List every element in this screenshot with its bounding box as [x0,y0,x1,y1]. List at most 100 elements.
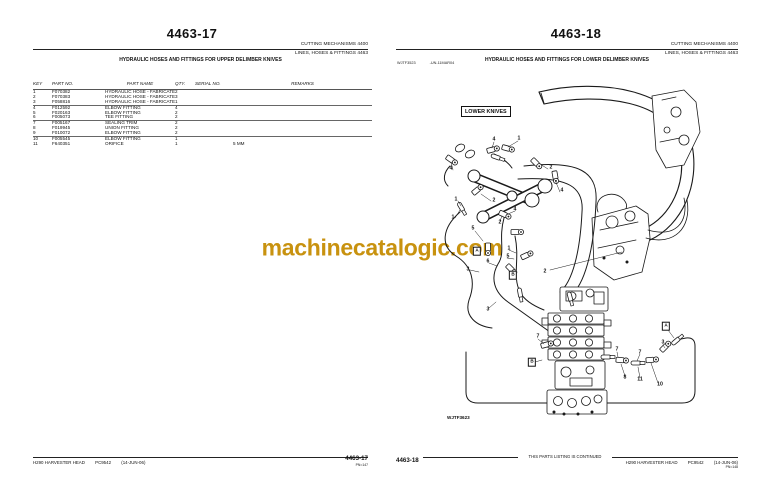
figure-id: WJTF3523 [397,61,416,65]
section-line-top: CUTTING MECHANISMS 4400 [670,42,738,47]
table-cell: F012592 [52,104,105,111]
footer-page-ref: 4463-18 [396,456,419,464]
figure-caption: WJTF3623 [447,415,470,420]
callout-1: 1 [454,196,458,203]
table-cell: 3 [33,99,36,104]
footer-info: H290 HARVESTER HEAD PC9542 (14-JUN-06) [626,460,738,465]
callout-1: 1 [517,135,521,142]
table-cell: 1 [33,89,36,94]
footer-model: H290 HARVESTER HEAD [625,459,678,465]
section-line-bottom: LINES, HOSES & FITTINGS 4463 [664,50,738,56]
callout-6: 6 [486,258,490,265]
table-cell: 5 MM [233,141,245,146]
callout-4: 4 [449,165,453,172]
page-title: 4463-18 [550,26,602,41]
table-cell: 1 [175,141,178,146]
table-cell: 2 [175,115,178,120]
table-cell: HYDRAULIC HOSE - FABRICATE [105,94,175,99]
column-header: KEY [33,82,52,90]
column-header: PART NO. [52,82,105,90]
table-cell: F020163 [52,110,71,115]
table-cell: 4 [175,104,195,111]
table-cell [195,120,233,127]
callout-7: 7 [638,349,642,356]
section-line-bottom: LINES, HOSES & FITTINGS 4463 [294,50,368,56]
table-cell [233,120,372,127]
table-cell: F058816 [52,99,71,104]
callout-2: 2 [492,197,496,204]
table-cell: 3 [175,94,178,99]
table-cell: 1 [175,99,178,104]
column-header: REMARKS [233,82,372,90]
callout-5: 5 [471,225,475,232]
table-cell: 1 [175,136,195,142]
table-cell: 2 [175,126,178,131]
page-4463-18: 4463-18 CUTTING MECHANISMS 4400 LINES, H… [384,0,768,497]
table-cell: ORIFICE [105,141,124,146]
footer-rule [33,457,368,458]
table-cell: ELBOW FITTING [105,131,141,136]
table-cell: 5 [33,110,36,115]
connector-label-B: B [527,357,537,367]
connector-label-B: B [508,270,518,280]
column-header: QTY. [175,82,195,90]
callout-8: 8 [623,374,627,381]
table-cell: F019945 [52,126,71,131]
callout-4: 4 [492,136,496,143]
page-title: 4463-17 [166,26,218,41]
footer-page-ref: 4463-17 [345,454,368,462]
table-cell: 2 [175,120,195,127]
table-cell [195,104,233,111]
table-cell: 8 [33,126,36,131]
footer-date: (14-JUN-06) [713,459,738,465]
figure-title: HYDRAULIC HOSES AND FITTINGS FOR LOWER D… [485,57,649,63]
table-cell: F640351 [52,141,71,146]
watermark-text: machinecatalogic.com [261,234,503,261]
routing-boundary [465,337,696,404]
footer-date: (14-JUN-06) [121,459,146,465]
table-cell: 10 [33,136,52,142]
table-cell: 2 [175,89,178,94]
table-cell: HYDRAULIC HOSE - FABRICATE [105,89,175,94]
table-cell [233,104,372,111]
continued-rule-left [423,456,518,458]
table-cell: F005167 [52,120,105,127]
footer-pn: PN=147 [355,463,368,467]
table-cell: 6 [33,115,36,120]
footer-model: H290 HARVESTER HEAD [33,459,85,465]
callout-1: 1 [507,245,511,252]
connector-label-A: A [661,321,671,331]
callout-10: 10 [657,381,663,388]
table-cell: F070383 [52,94,71,99]
hydraulic-diagram [443,85,701,416]
callout-11: 11 [637,376,643,383]
valve-manifold [541,286,612,416]
continued-rule-right [612,456,738,458]
callout-4: 4 [513,206,517,213]
table-cell: F070382 [52,89,71,94]
table-cell: 2 [33,94,36,99]
figure-title: HYDRAULIC HOSES AND FITTINGS FOR UPPER D… [119,57,282,63]
continued-note: THIS PARTS LISTING IS CONTINUED [528,453,602,459]
table-cell: HYDRAULIC HOSE - FABRICATE [105,99,175,104]
callout-2: 2 [549,164,553,171]
footer-info: H290 HARVESTER HEAD PC9542 (14-JUN-06) [33,460,145,465]
page-4463-17: 4463-17 CUTTING MECHANISMS 4400 LINES, H… [33,26,372,467]
header-rule [396,48,738,50]
lower-knives-label: LOWER KNIVES [461,106,511,117]
table-cell: F005545 [52,136,105,142]
top-bracket [651,89,701,169]
table-cell [195,136,233,142]
table-cell: ELBOW FITTING [105,136,175,142]
